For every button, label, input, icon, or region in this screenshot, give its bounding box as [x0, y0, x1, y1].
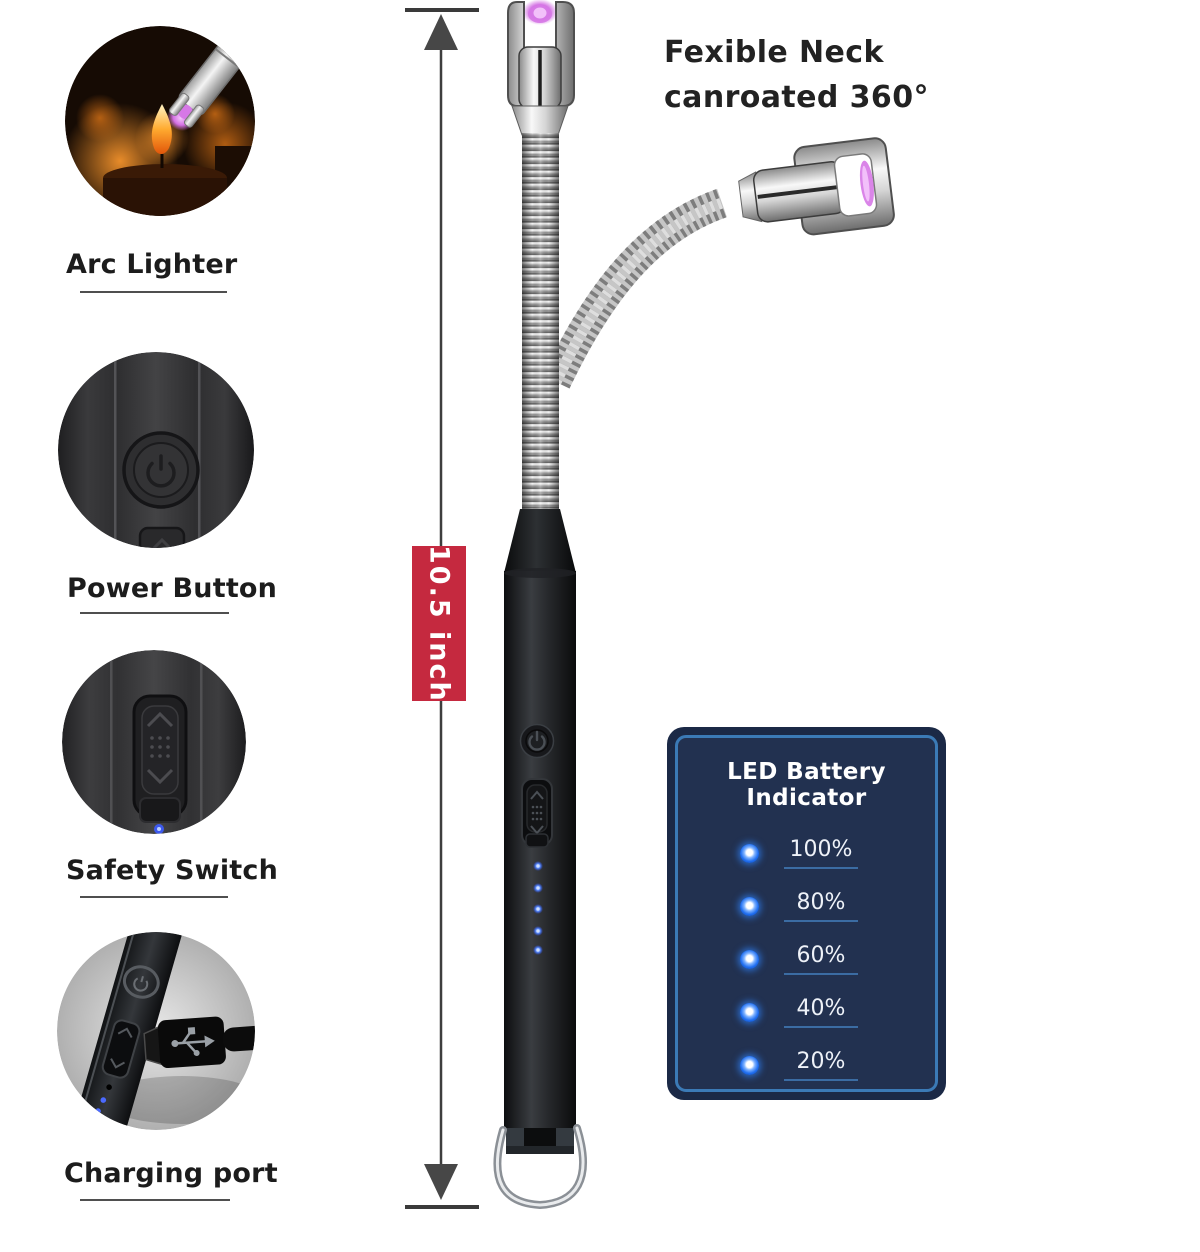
- battery-level-row: 100%: [740, 837, 935, 869]
- label-underline: [80, 896, 228, 898]
- battery-indicator-panel: LED Battery Indicator 100% 80% 60% 40%: [667, 727, 946, 1100]
- battery-level-label: 60%: [784, 943, 858, 975]
- caption-line-1: Fexible Neck: [664, 35, 884, 70]
- arc-lighter-photo: [65, 26, 255, 216]
- lighter-side: [71, 932, 191, 1130]
- flexible-neck-straight: [522, 133, 559, 511]
- led-dot-icon: [740, 1055, 759, 1075]
- led-dot-icon: [740, 843, 759, 863]
- led-dot-icon: [740, 949, 759, 969]
- safety-switch-closeup-illustration: [62, 650, 246, 834]
- arrow-down-icon: [424, 1164, 458, 1200]
- battery-level-label: 80%: [784, 890, 858, 922]
- power-icon: [146, 454, 176, 488]
- battery-level-row: 20%: [740, 1049, 935, 1081]
- charging-port-closeup-illustration: [57, 932, 255, 1130]
- measure-bottom-cap: [405, 1205, 479, 1209]
- lighter-head-rotated: [738, 137, 895, 236]
- led-dot-icon: [740, 896, 759, 916]
- hanging-ring: [493, 1124, 588, 1210]
- lighter-handle: [493, 509, 588, 1210]
- battery-led-dots: [533, 861, 543, 955]
- feature-label-safety-switch: Safety Switch: [66, 855, 279, 886]
- power-button: [519, 723, 555, 759]
- flexible-neck-bent: [542, 188, 728, 389]
- flexible-neck-caption: Fexible Neck canroated 360°: [664, 30, 929, 120]
- feature-label-arc-lighter: Arc Lighter: [66, 249, 238, 280]
- usb-plug: [143, 1016, 255, 1069]
- label-underline: [80, 291, 227, 293]
- panel-title: LED Battery Indicator: [727, 759, 886, 811]
- arrow-up-icon: [424, 14, 458, 50]
- battery-level-label: 20%: [784, 1049, 858, 1081]
- label-underline: [80, 612, 229, 614]
- battery-level-label: 40%: [784, 996, 858, 1028]
- caption-line-2: canroated 360°: [664, 80, 929, 115]
- battery-level-row: 60%: [740, 943, 935, 975]
- safety-switch-photo: [62, 650, 246, 834]
- candle-flame-illustration: [65, 26, 255, 216]
- lighter-head: [507, 0, 575, 136]
- feature-label-charging-port: Charging port: [64, 1158, 278, 1189]
- battery-level-row: 40%: [740, 996, 935, 1028]
- power-button-closeup-illustration: [58, 352, 254, 548]
- battery-level-list: 100% 80% 60% 40% 20%: [678, 837, 935, 1081]
- battery-level-row: 80%: [740, 890, 935, 922]
- length-label: 10.5 inch: [412, 544, 466, 703]
- power-icon: [528, 730, 546, 751]
- led-dot-icon: [740, 1002, 759, 1022]
- feature-label-power-button: Power Button: [67, 573, 278, 604]
- charging-port-photo: [57, 932, 255, 1130]
- length-label-text: 10.5 inch: [423, 544, 455, 703]
- power-button-photo: [58, 352, 254, 548]
- safety-switch: [521, 778, 553, 848]
- battery-indicator-panel-inner: LED Battery Indicator 100% 80% 60% 40%: [675, 735, 938, 1092]
- label-underline: [80, 1199, 230, 1201]
- battery-level-label: 100%: [784, 837, 858, 869]
- measure-top-cap: [405, 8, 479, 12]
